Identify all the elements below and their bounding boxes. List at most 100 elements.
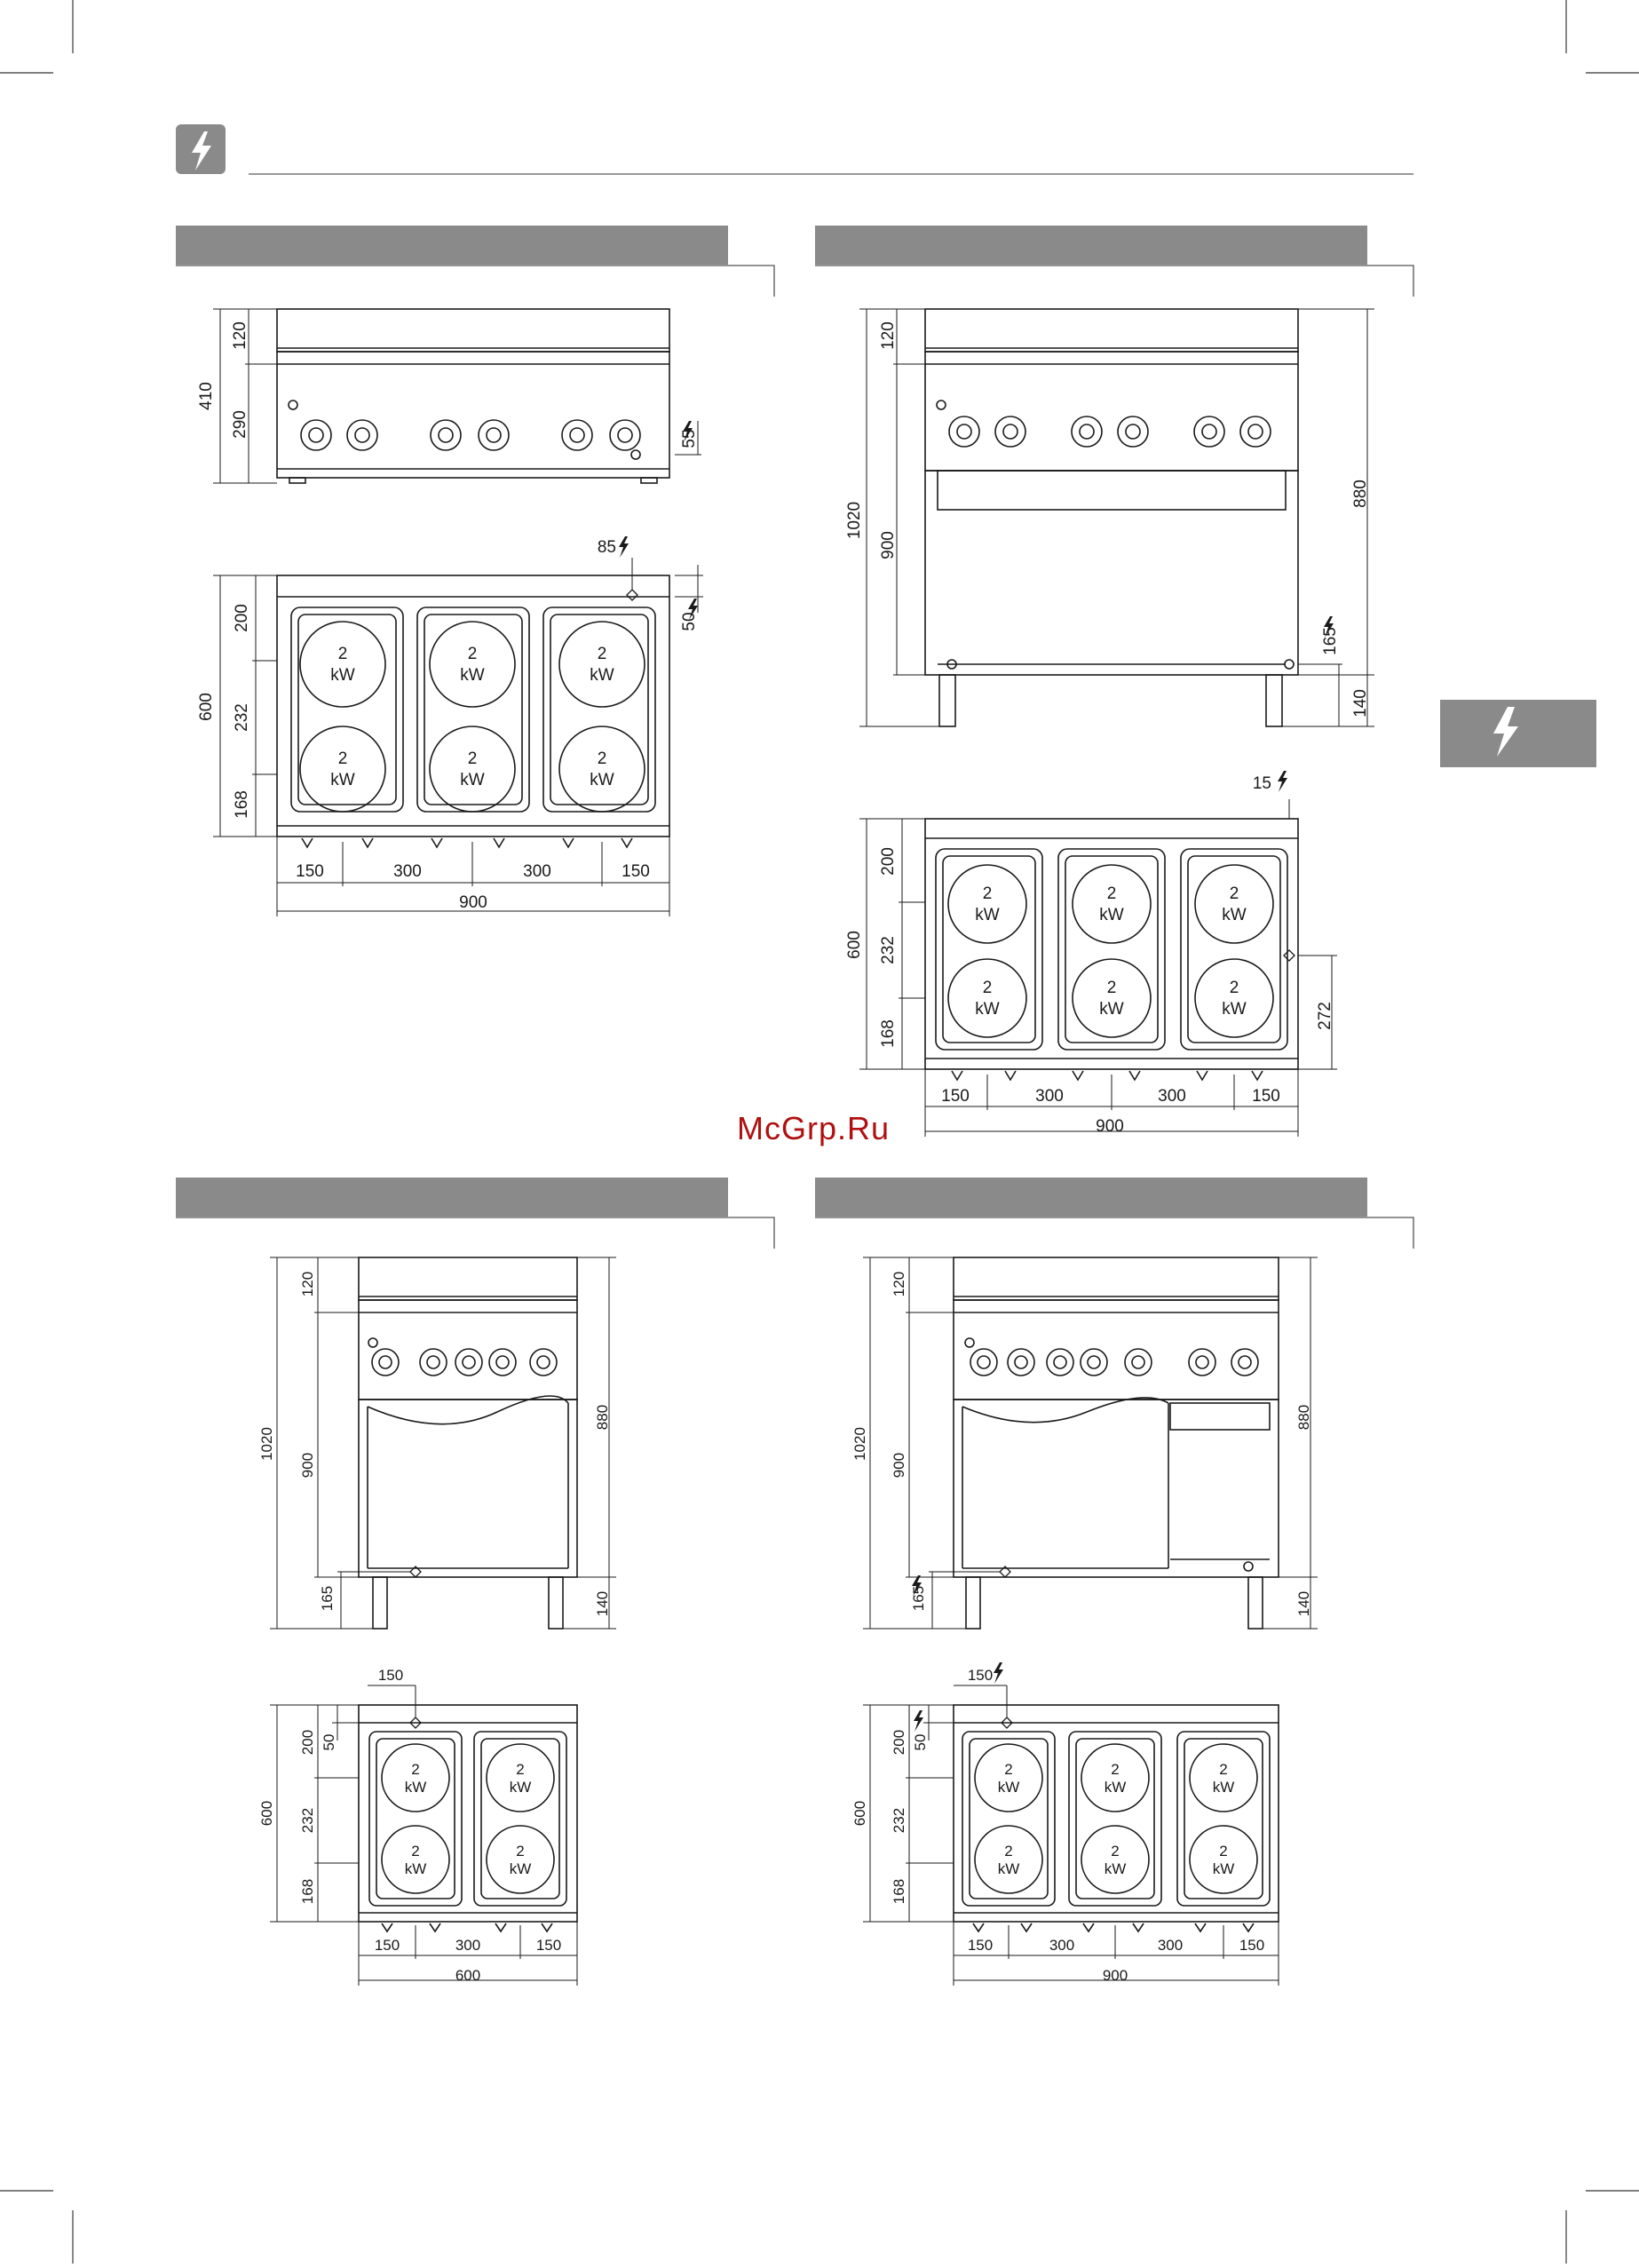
kw-unit: kW [460, 771, 485, 789]
dim-label: 1020 [845, 502, 864, 539]
dim-label: 120 [299, 1272, 316, 1297]
dim-label: 290 [231, 410, 249, 439]
kw-value: 2 [1107, 884, 1117, 903]
tl-front-view [213, 308, 701, 484]
dim-label: 410 [197, 382, 216, 410]
dim-label: 300 [455, 1937, 480, 1954]
kw-unit: kW [1213, 1860, 1235, 1877]
dim-label: 1020 [258, 1427, 275, 1461]
kw-unit: kW [405, 1860, 427, 1877]
dim-label: 900 [459, 893, 487, 912]
dim-label: 165 [319, 1586, 336, 1611]
section-bar-tr [815, 226, 1367, 265]
kw-unit: kW [998, 1779, 1020, 1796]
kw-value: 2 [1004, 1843, 1012, 1860]
lightning-bolt-icon [912, 1575, 922, 1597]
section-bars [176, 226, 1414, 1249]
dim-label: 165 [910, 1586, 927, 1611]
bl-plan-view [270, 1685, 578, 1986]
hotplates [299, 621, 645, 813]
dim-label: 150 [941, 1087, 970, 1106]
indicator-light [288, 400, 298, 410]
kw-unit: kW [510, 1860, 532, 1877]
dim-label: 150 [296, 862, 324, 881]
kw-value: 2 [1219, 1761, 1227, 1778]
dim-label: 600 [845, 931, 864, 959]
dim-label: 50 [680, 612, 699, 630]
kw-value: 2 [1219, 1843, 1227, 1860]
dim-label: 300 [1035, 1087, 1064, 1106]
dim-label: 150 [622, 862, 650, 881]
section-bar-br [815, 1178, 1367, 1217]
dim-label: 200 [891, 1730, 907, 1755]
dim-label: 120 [891, 1272, 907, 1297]
kw-value: 2 [1230, 884, 1239, 903]
side-tab [1440, 700, 1596, 767]
dim-label: 900 [879, 531, 898, 559]
dim-label: 900 [1103, 1967, 1128, 1984]
kw-value: 2 [1107, 979, 1117, 997]
dim-label: 900 [1096, 1117, 1124, 1136]
section-bar-tl [176, 226, 728, 265]
dim-label: 600 [455, 1967, 480, 1984]
kw-value: 2 [338, 749, 348, 768]
page-header [176, 124, 1413, 175]
dim-label: 85 [598, 538, 616, 557]
dim-label: 200 [233, 604, 251, 632]
dim-label: 900 [891, 1453, 907, 1478]
kw-unit: kW [975, 1000, 1000, 1019]
lightning-bolt-icon [914, 1710, 923, 1732]
dim-label: 880 [1351, 480, 1370, 508]
bl-front-dims: 120 900 1020 880 165 140 [258, 1272, 611, 1616]
kw-value: 2 [1004, 1761, 1012, 1778]
control-knobs [300, 419, 641, 451]
dim-label: 168 [299, 1879, 316, 1904]
tr-front-view [859, 308, 1374, 727]
dim-label: 150 [1252, 1087, 1280, 1106]
dim-label: 50 [321, 1734, 337, 1751]
kw-unit: kW [1222, 906, 1247, 924]
dim-label: 232 [879, 936, 898, 964]
dim-label: 165 [1321, 627, 1340, 655]
br-plan-view [863, 1685, 1279, 1986]
dim-label: 168 [233, 790, 251, 819]
dim-label: 120 [231, 321, 249, 350]
kw-unit: kW [330, 666, 355, 685]
kw-value: 2 [411, 1761, 419, 1778]
tl-front-dims: 120 290 410 55 [197, 321, 699, 448]
br-front-dims: 120 900 1020 880 165 140 [851, 1272, 1312, 1616]
dim-label: 232 [299, 1808, 316, 1833]
watermark: McGrp.Ru [737, 1110, 891, 1146]
kw-value: 2 [516, 1761, 524, 1778]
dim-label: 140 [1295, 1591, 1312, 1616]
lightning-bolt-icon [683, 421, 693, 442]
kw-value: 2 [1230, 979, 1239, 997]
feet [381, 1923, 553, 1933]
kw-value: 2 [983, 979, 993, 997]
feet [951, 1070, 1263, 1082]
kw-unit: kW [998, 1860, 1020, 1877]
dim-label: 600 [197, 693, 216, 721]
dim-label: 50 [912, 1734, 929, 1751]
lightning-bolt-icon [1324, 616, 1334, 638]
kw-unit: kW [590, 771, 614, 789]
kw-value: 2 [598, 645, 607, 663]
lightning-bolt-icon [688, 599, 698, 620]
control-knobs [970, 1348, 1259, 1376]
bl-plan-dims: 150 50 200 232 168 600 150 300 150 600 [258, 1667, 561, 1984]
dim-label: 150 [968, 1667, 993, 1684]
feet [972, 1923, 1255, 1933]
dim-label: 15 [1253, 774, 1271, 793]
tr-front-dims: 120 900 1020 880 165 140 [845, 321, 1370, 718]
dim-label: 300 [1158, 1087, 1186, 1106]
dim-label: 880 [1295, 1405, 1312, 1430]
dim-label: 150 [375, 1937, 400, 1954]
kw-value: 2 [338, 645, 348, 663]
dim-label: 150 [378, 1667, 403, 1684]
dim-label: 232 [891, 1808, 907, 1833]
bl-front-view [270, 1257, 616, 1630]
dim-label: 55 [680, 429, 699, 448]
kw-value: 2 [468, 749, 478, 768]
